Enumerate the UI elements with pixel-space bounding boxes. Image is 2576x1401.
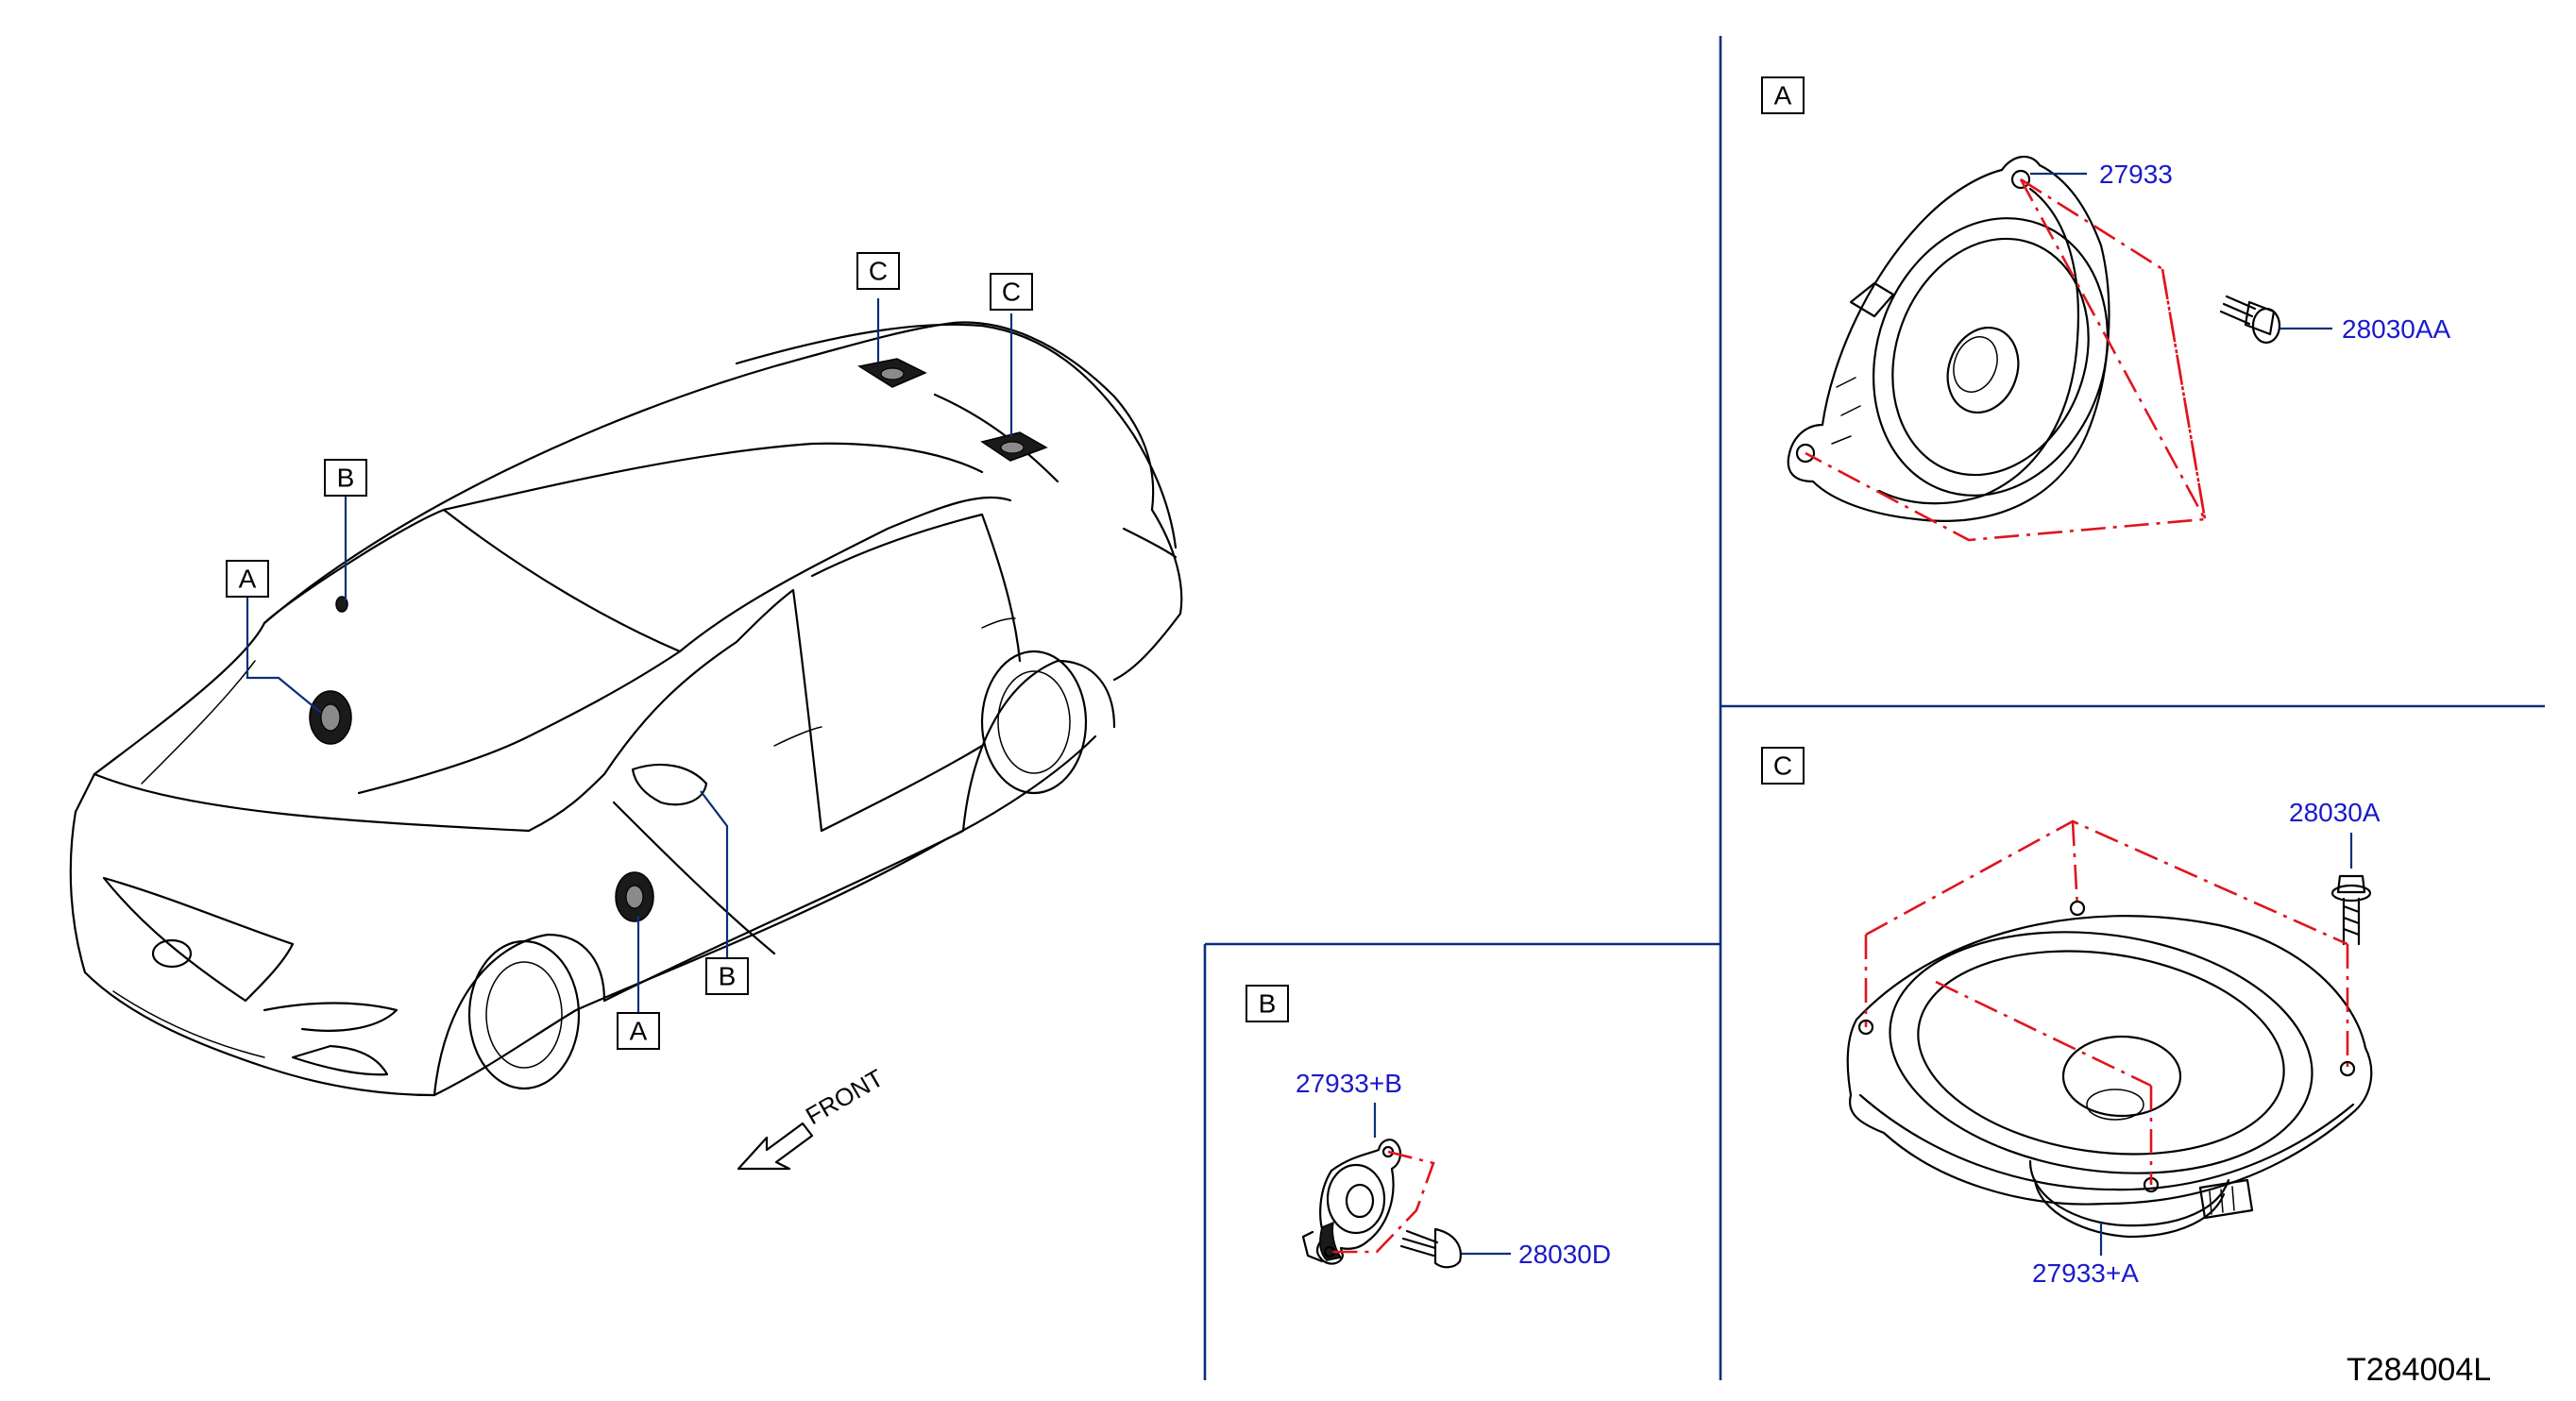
part-27933-a-label: 27933+A — [2032, 1258, 2139, 1288]
panel-a-label: A — [1774, 81, 1792, 110]
part-27933-label: 27933 — [2099, 160, 2173, 189]
car-callout-leaders — [246, 298, 1013, 1013]
speaker-27933-a-illustration — [1846, 900, 2373, 1239]
speaker-27933-illustration — [1787, 155, 2110, 522]
panel-dividers — [1203, 36, 2545, 1380]
panel-b-phantom-lines — [1330, 1150, 1435, 1254]
bolt-28030AA-illustration — [2219, 295, 2281, 345]
panel-b-label: B — [1259, 989, 1277, 1019]
tweeter-27933-b-illustration — [1301, 1139, 1401, 1265]
callout-a-door: A — [617, 1012, 660, 1050]
panel-c: C 28030A — [1761, 747, 2381, 1288]
panel-b: B 27933+B 28030D — [1246, 985, 1611, 1269]
svg-text:B: B — [337, 464, 355, 493]
part-28030D-label: 28030D — [1518, 1240, 1611, 1269]
front-label: FRONT — [801, 1063, 889, 1130]
part-28030AA-label: 28030AA — [2342, 314, 2451, 344]
callout-a-dash: A — [226, 560, 269, 598]
part-28030A-label: 28030A — [2289, 798, 2381, 827]
panel-c-label: C — [1773, 751, 1792, 781]
svg-text:C: C — [869, 257, 888, 286]
panel-a-phantom-lines — [1805, 177, 2207, 542]
callout-b-tweeter: B — [324, 459, 367, 497]
callout-b-mirror: B — [705, 957, 749, 995]
svg-text:A: A — [630, 1017, 648, 1046]
diagram-code: T284004L — [2347, 1352, 2491, 1388]
part-27933-b-label: 27933+B — [1296, 1069, 1402, 1098]
svg-text:A: A — [239, 565, 257, 594]
front-direction-indicator: FRONT — [737, 1063, 889, 1171]
panel-c-phantom-lines — [1864, 819, 2349, 1185]
car-overview-illustration — [69, 321, 1183, 1097]
svg-text:B: B — [719, 962, 737, 991]
svg-text:C: C — [1002, 278, 1021, 307]
callout-c-left: C — [856, 252, 900, 290]
front-arrow-icon — [737, 1122, 814, 1171]
panel-a: A 27933 28030AA — [1761, 76, 2451, 542]
screw-28030D-illustration — [1399, 1227, 1462, 1269]
callout-c-right: C — [990, 273, 1033, 311]
bolt-28030A-illustration — [2330, 874, 2372, 946]
